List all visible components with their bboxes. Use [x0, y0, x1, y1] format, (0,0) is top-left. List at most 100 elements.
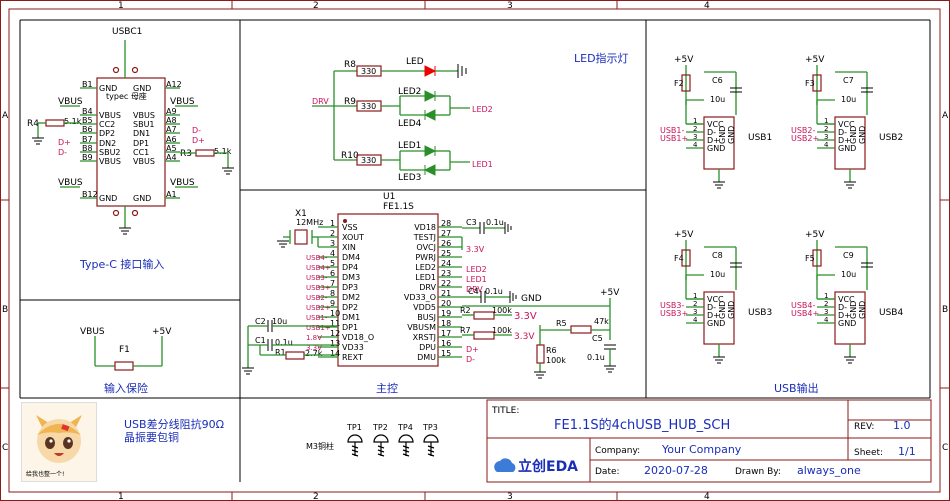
usbc-vbus-left-bottom: VBUS — [58, 178, 83, 188]
u1-pin-name-vdd5: VDD5 — [413, 303, 436, 312]
usb-pin-name-2-5: GND — [849, 126, 858, 144]
u1-pin-num-7: 7 — [330, 279, 335, 288]
r9-value: 330 — [361, 102, 376, 111]
usbc-pin-num-b12: B12 — [82, 190, 98, 199]
usbc-vbus-left-top: VBUS — [58, 97, 83, 107]
testpoints-label: M3铜柱 — [306, 441, 334, 451]
u1-pin-name-vbusm: VBUSM — [407, 323, 436, 332]
testpoint-label-tp3: TP3 — [422, 423, 438, 432]
usb-plus5-label-3: +5V — [674, 230, 694, 240]
u1-pin-num-5: 5 — [330, 259, 335, 268]
usb-body-1 — [703, 116, 735, 170]
led-section: LED指示灯 DRV R8 330 LED R9 330 LED2 LED4 L… — [312, 51, 629, 183]
frame-col-4-bottom: 4 — [704, 492, 710, 501]
usb-pin-name-1-6: GND — [727, 126, 736, 144]
usbc-pin-name-a6: DP1 — [133, 139, 149, 148]
r1-ref: R1 — [275, 348, 286, 357]
u1-pin-name-xrstj: XRSTJ — [413, 333, 436, 342]
u1-left-net-8: 1.8V — [306, 334, 322, 342]
u1-pin-name-dpu: DPU — [419, 343, 436, 352]
usb-pin-name-1-1: VCC — [707, 120, 724, 129]
u1-pin-num-16: 16 — [441, 339, 451, 348]
usbc-body — [96, 77, 166, 207]
testpoint-label-tp4: TP4 — [397, 423, 413, 432]
screw-icon-tp2 — [377, 442, 385, 457]
r8-value: 330 — [361, 67, 376, 76]
usb-pin-name-4-1: VCC — [838, 295, 855, 304]
usbc-pin-num-b1: B1 — [82, 80, 93, 89]
c1-ref: C1 — [255, 336, 266, 345]
r7-value: 100k — [492, 326, 512, 335]
u1-ref: U1 — [383, 192, 395, 202]
usb-dp-net-4: USB4+ — [791, 309, 819, 318]
usb-plus5-label-1: +5V — [674, 55, 694, 65]
u1-pin-num-15: 15 — [441, 349, 451, 358]
title-value: FE1.1S的4chUSB_HUB_SCH — [554, 417, 730, 433]
r2-value: 100k — [492, 306, 512, 315]
u1-left-net-4: USB2- — [306, 294, 328, 302]
u1-pin-name-dp4: DP4 — [342, 263, 358, 272]
input-fuse-section: VBUS +5V F1 输入保险 — [80, 327, 172, 395]
drawn-value: always_one — [797, 464, 861, 477]
r5-ref: R5 — [556, 319, 567, 328]
c1-value: 0.1u — [275, 338, 293, 347]
c3-ref: C3 — [466, 218, 477, 227]
section-dividers — [19, 19, 931, 399]
usbc-pin-name-a1: GND — [133, 194, 151, 203]
usbc-pin-name-b9: VBUS — [99, 157, 121, 166]
usbc-shell-pad-3 — [112, 209, 120, 217]
usb-pin-name-4-5: GND — [849, 301, 858, 319]
r6-value: 100k — [546, 356, 566, 365]
led-section-title: LED指示灯 — [574, 51, 629, 65]
usb-fuse-body-2 — [812, 74, 822, 92]
r5-value: 47k — [594, 317, 609, 326]
title-block: TITLE: FE1.1S的4chUSB_HUB_SCH REV: 1.0 Co… — [486, 399, 932, 483]
cloud-icon — [494, 458, 516, 472]
usbc-dm-left: D- — [58, 148, 67, 157]
usbc-ref: USBC1 — [112, 27, 142, 37]
screw-icon-tp4 — [402, 442, 410, 457]
usbc-vbus-right-top: VBUS — [170, 97, 195, 107]
u1-pin-num-2: 2 — [330, 229, 335, 238]
u1-right-net-4: D+ — [466, 345, 479, 354]
c2-value: 10u — [272, 317, 287, 326]
usbc-pin-name-b8: SBU2 — [99, 148, 121, 157]
usbc-dm-right: D- — [192, 126, 201, 135]
u1-pin-num-18: 18 — [441, 319, 451, 328]
u1-pin-num-1: 1 — [330, 219, 335, 228]
r4-ref: R4 — [27, 119, 39, 129]
usb-dp-net-3: USB3+ — [660, 309, 688, 318]
usbc-vbus-right-bottom: VBUS — [170, 178, 195, 188]
usbc-pin-num-b4: B4 — [82, 107, 93, 116]
u1-part: FE1.1S — [383, 202, 414, 212]
frame-col-1-top: 1 — [118, 1, 124, 11]
usb-pin-name-1-3: D+ — [707, 136, 720, 145]
usbc-pin-name-b1: GND — [99, 84, 117, 93]
u1-right-net-1: LED2 — [466, 265, 487, 274]
usbc-pin-name-b4: VBUS — [99, 111, 121, 120]
u1-pin-num-4: 4 — [330, 249, 335, 258]
frame-row-b-left: B — [2, 305, 8, 315]
r3-body — [195, 149, 215, 157]
usb-pin-name-2-3: D+ — [838, 136, 851, 145]
led2-ref: LED2 — [398, 87, 421, 97]
r7-ref: R7 — [460, 326, 471, 335]
u1-right-net-2: LED1 — [466, 275, 487, 284]
u1-pin-num-17: 17 — [441, 329, 451, 338]
usb-pin-name-3-2: D- — [707, 303, 716, 312]
led3-ref: LED3 — [398, 173, 421, 183]
notes-section: USB差分线阻抗90Ω 晶振要包铜 — [124, 398, 241, 482]
usb-cap-ref-2: C7 — [843, 76, 854, 85]
usbc-dp-left: D+ — [58, 138, 71, 147]
c5-value: 0.1u — [587, 353, 605, 362]
u1-pin-num-8: 8 — [330, 289, 335, 298]
frame-row-c-left: C — [2, 443, 8, 453]
u1-left-net-3: USB3+ — [306, 284, 331, 292]
led1-symbol — [424, 145, 437, 157]
